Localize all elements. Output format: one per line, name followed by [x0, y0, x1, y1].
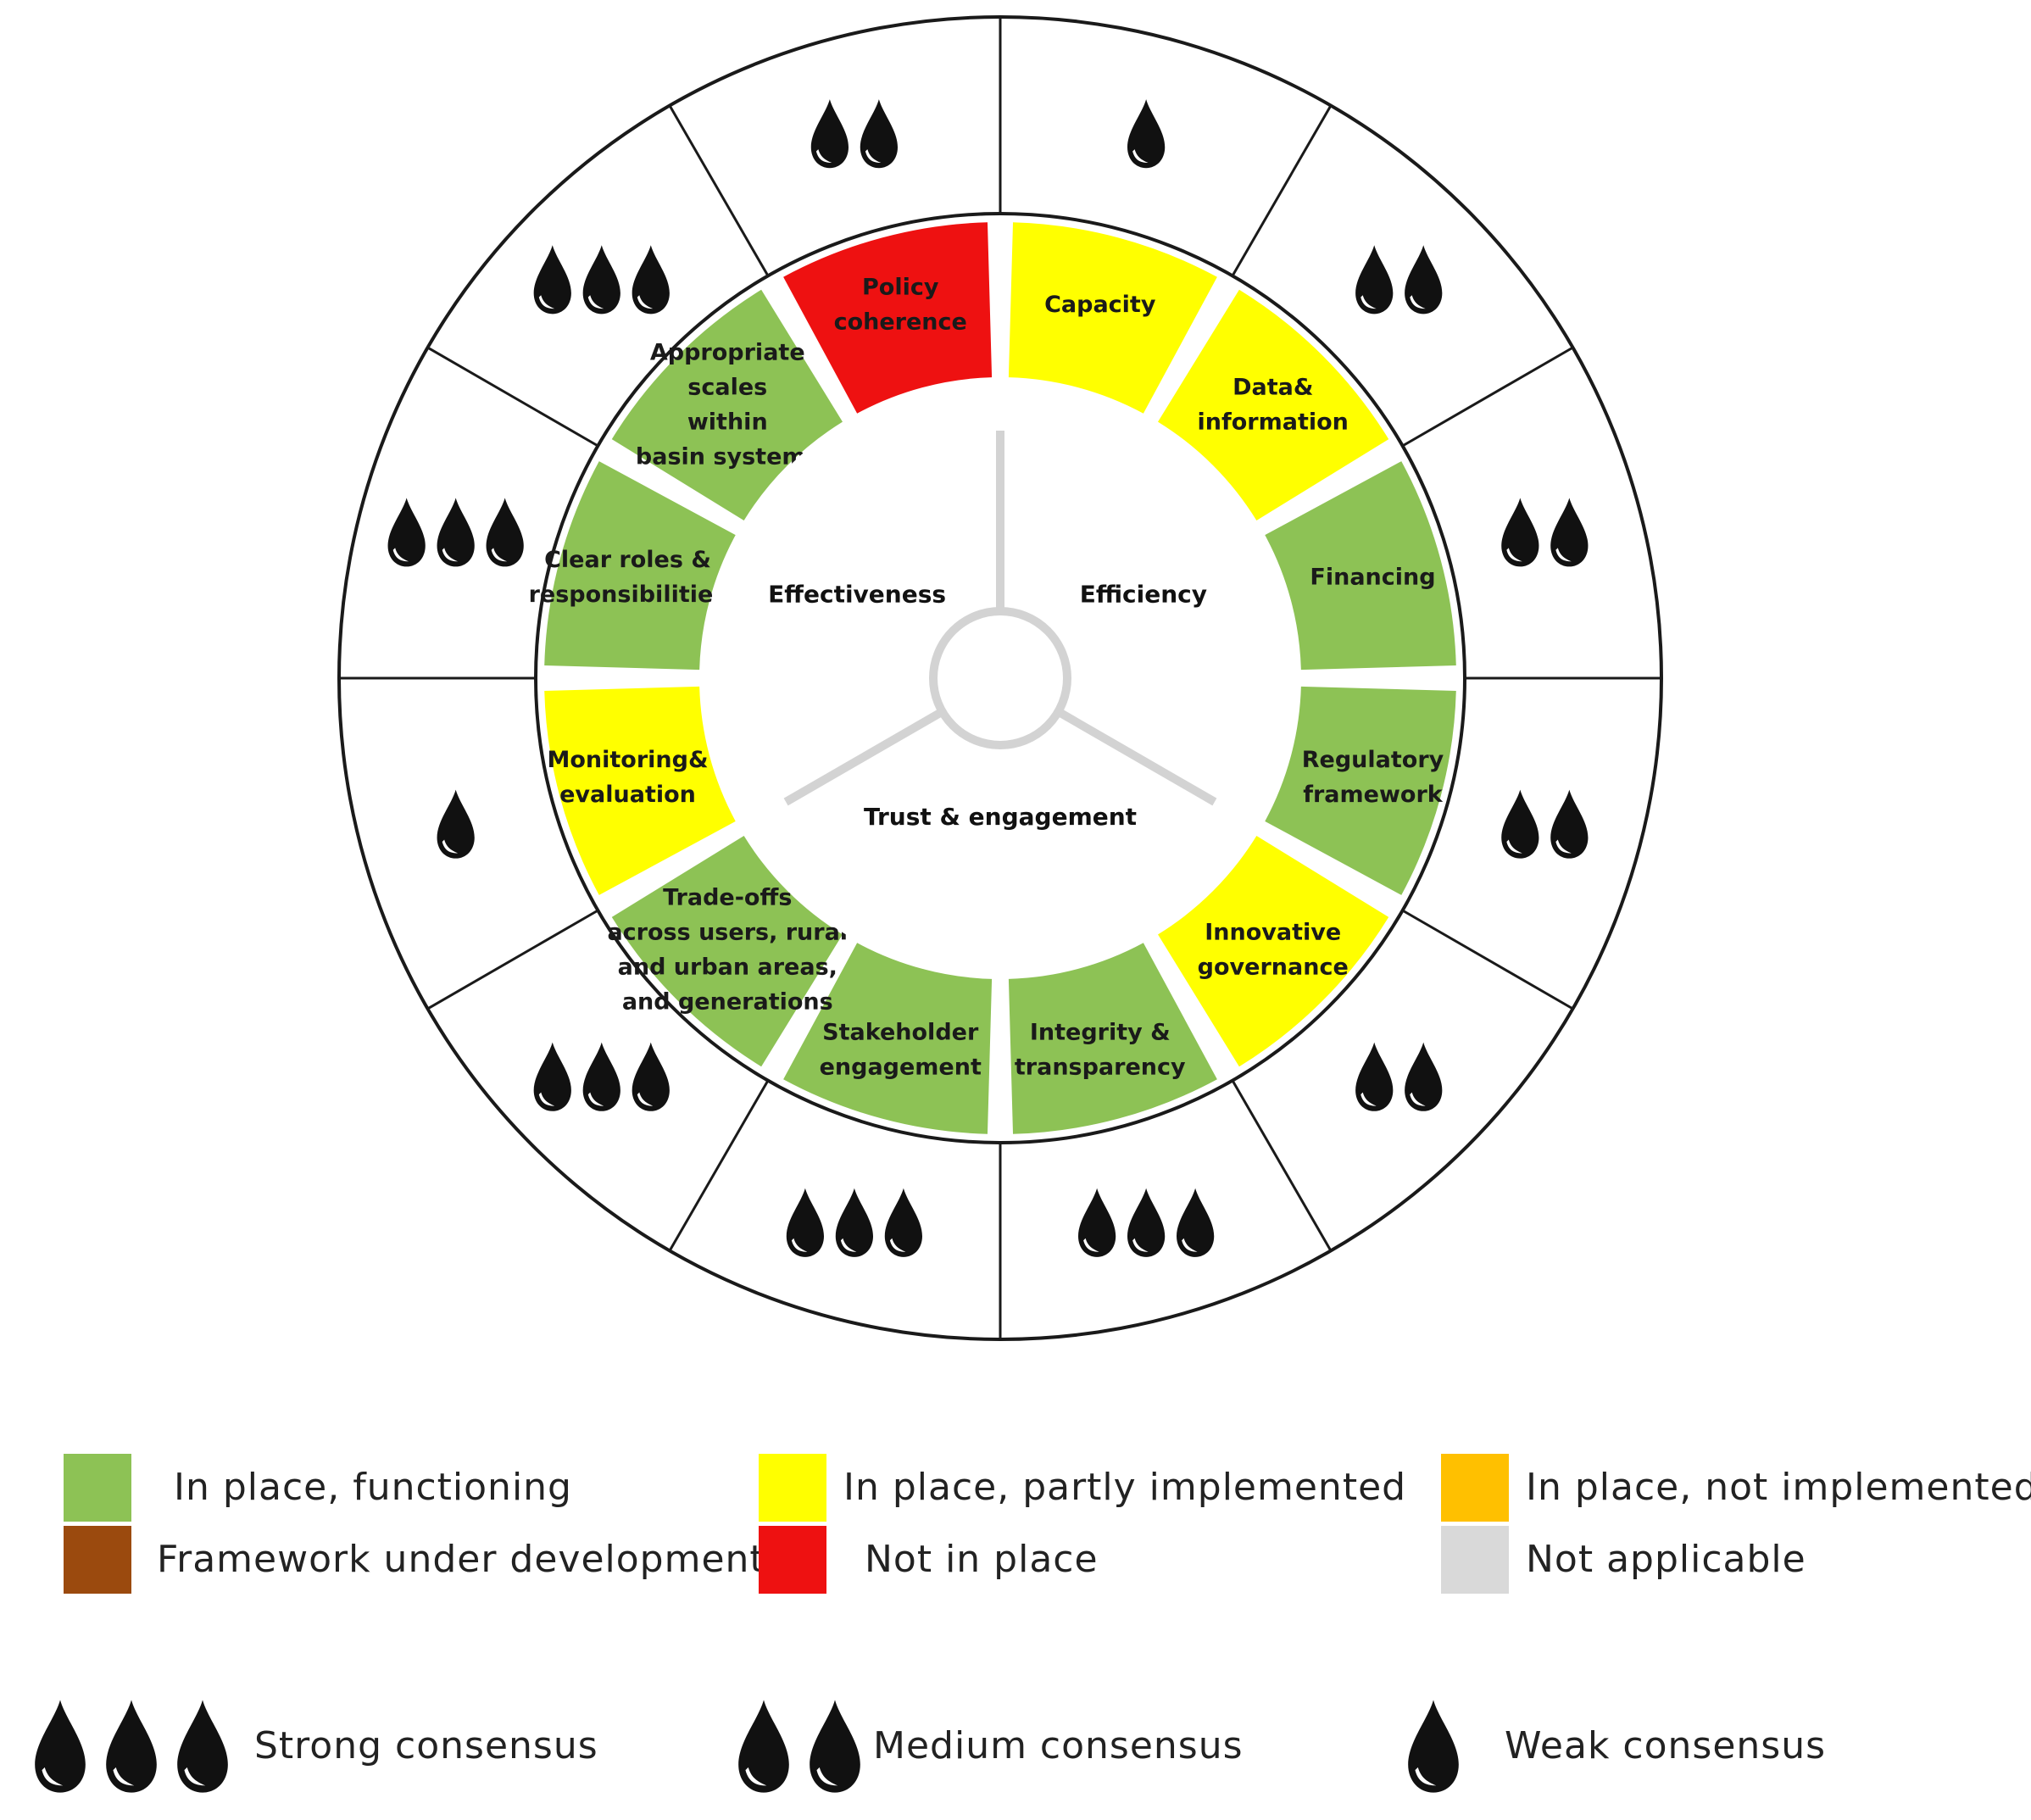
legend-swatch — [1441, 1454, 1509, 1522]
principle-label: framework — [1303, 782, 1444, 808]
legend-label: Not in place — [865, 1538, 1099, 1581]
legend-item-functioning: In place, functioning — [64, 1454, 742, 1522]
principle-segment — [544, 686, 736, 895]
legend-item-under-development: Framework under development — [64, 1526, 765, 1594]
consensus-label: Weak consensus — [1505, 1724, 1827, 1767]
principle-segment — [1008, 222, 1217, 414]
principle-segment — [611, 836, 843, 1067]
legend-swatch — [64, 1454, 131, 1522]
consensus-drop-icon — [177, 1700, 228, 1793]
principle-segment — [544, 461, 736, 671]
outer-divider — [1401, 909, 1574, 1010]
principle-segment — [611, 289, 843, 520]
principle-label: information — [1198, 409, 1349, 435]
principle-label: Capacity — [1044, 292, 1156, 318]
principle-label: Clear roles & — [544, 547, 711, 573]
principle-label: and urban areas, — [618, 955, 837, 981]
principle-label: scales — [687, 374, 767, 400]
consensus-drops — [35, 1700, 228, 1793]
consensus-label: Strong consensus — [254, 1724, 598, 1767]
principle-segment — [1265, 461, 1456, 671]
principle-label: Financing — [1310, 565, 1435, 591]
outer-divider — [426, 346, 599, 448]
consensus-drop-icon — [1408, 1700, 1459, 1793]
consensus-legend-item: Strong consensus — [30, 1695, 623, 1797]
principle-label: Trade-offs — [663, 885, 792, 911]
hub-center — [929, 607, 1071, 749]
dimension-label: Effectiveness — [768, 581, 946, 609]
principle-label: Data& — [1233, 374, 1313, 400]
principle-label: coherence — [834, 309, 967, 336]
principle-segment — [783, 943, 993, 1134]
outer-divider — [668, 104, 770, 277]
principle-label: responsibilities — [529, 582, 727, 608]
principle-label: basin systems — [636, 443, 820, 470]
principle-label: across users, rural — [607, 920, 848, 946]
legend-swatch — [759, 1526, 826, 1594]
dimension-label: Trust & engagement — [864, 803, 1137, 831]
consensus-legend-item: Medium consensus — [733, 1695, 1327, 1797]
hub-spoke — [1056, 708, 1217, 806]
outer-divider — [1231, 104, 1333, 277]
outer-divider — [426, 909, 599, 1010]
principle-segment — [1008, 943, 1217, 1134]
principle-label: Monitoring& — [547, 747, 708, 773]
principle-segment — [783, 222, 993, 414]
principle-label: Innovative — [1205, 920, 1341, 946]
legend-label: In place, partly implemented — [843, 1466, 1407, 1509]
middle-ring-border — [534, 212, 1466, 1144]
legend-label: In place, not implemented — [1526, 1466, 2031, 1509]
legend-swatch — [64, 1526, 131, 1594]
governance-wheel: CapacityData&informationFinancingRegulat… — [337, 15, 1663, 1341]
principle-segment — [1265, 686, 1456, 895]
dimension-label: Efficiency — [1080, 581, 1207, 609]
principle-label: evaluation — [559, 782, 696, 808]
principle-label: within — [687, 409, 768, 435]
consensus-drop-icon — [810, 1700, 860, 1793]
legend-label: Framework under development — [157, 1538, 765, 1581]
consensus-drop-icon — [35, 1700, 86, 1793]
principle-label: Stakeholder — [822, 1019, 979, 1045]
legend-item-not-applicable: Not applicable — [1441, 1526, 2017, 1594]
principle-label: Regulatory — [1302, 747, 1444, 773]
legend-item-not-in-place: Not in place — [759, 1526, 1437, 1594]
principle-segment — [1158, 836, 1389, 1067]
consensus-drop-icon — [106, 1700, 157, 1793]
principle-label: Policy — [862, 275, 939, 301]
legend-item-not-implemented: In place, not implemented — [1441, 1454, 2031, 1522]
principle-label: and generations — [622, 989, 833, 1016]
principle-label: transparency — [1015, 1054, 1186, 1080]
legend-swatch — [1441, 1526, 1509, 1594]
consensus-legend-item: Weak consensus — [1403, 1695, 1996, 1797]
outer-divider — [668, 1079, 770, 1252]
hub-spoke — [783, 708, 944, 806]
principle-segment — [1158, 289, 1389, 520]
principle-ring: CapacityData&informationFinancingRegulat… — [529, 222, 1456, 1134]
legend-swatch — [759, 1454, 826, 1522]
outer-divider — [1231, 1079, 1333, 1252]
legend-label: In place, functioning — [174, 1466, 572, 1509]
principle-label: Appropriate — [650, 339, 805, 365]
consensus-drop-icon — [738, 1700, 789, 1793]
principle-label: governance — [1198, 955, 1349, 981]
outer-divider — [1401, 346, 1574, 448]
consensus-label: Medium consensus — [873, 1724, 1244, 1767]
principle-label: engagement — [820, 1054, 982, 1080]
legend-item-partly-implemented: In place, partly implemented — [759, 1454, 1437, 1522]
legend-label: Not applicable — [1526, 1538, 1806, 1581]
principle-label: Integrity & — [1030, 1019, 1171, 1045]
